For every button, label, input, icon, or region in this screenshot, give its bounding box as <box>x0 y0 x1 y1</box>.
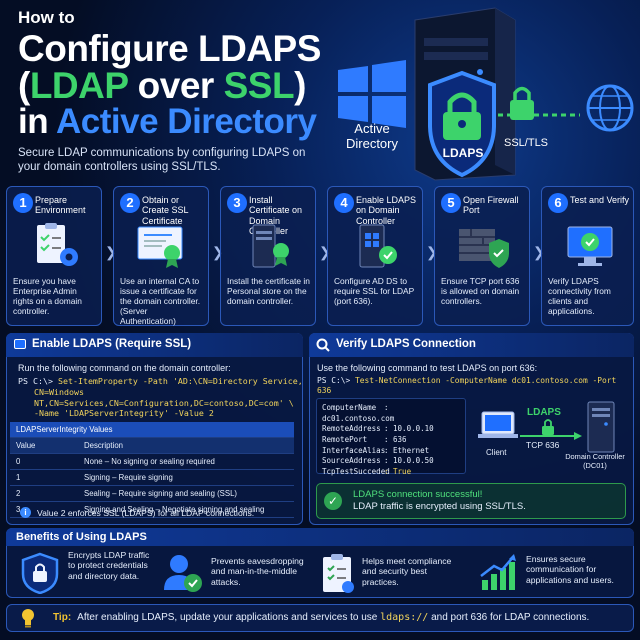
step-description: Configure AD DS to require SSL for LDAP … <box>334 276 415 306</box>
windows-logo-icon <box>338 60 406 128</box>
step-number: 2 <box>120 193 140 213</box>
verify-panel-title: Verify LDAPS Connection <box>336 338 476 350</box>
certificate-icon <box>137 226 183 268</box>
globe-icon <box>586 84 634 132</box>
firewall-shield-icon <box>459 229 509 268</box>
clipboard-check-icon <box>323 554 354 593</box>
title-line-3: in Active Directory <box>18 102 317 141</box>
step-number: 4 <box>334 193 354 213</box>
arrow-right-icon: ❯ <box>105 244 117 260</box>
success-message: LDAPS connection successful! LDAP traffi… <box>316 483 626 519</box>
test-output: ComputerName: dc01.contoso.com RemoteAdd… <box>316 398 466 476</box>
enable-note: Value 2 enforces SSL (LDAPS) for all LDA… <box>37 508 255 518</box>
how-to-label: How to <box>18 8 75 27</box>
tip-bar: Tip:After enabling LDAPS, update your ap… <box>6 604 634 632</box>
step-title: Obtain or Create SSL Certificate <box>142 195 189 226</box>
shield-lock-icon <box>21 552 59 594</box>
benefit-text: Prevents eavesdropping and man-in-the-mi… <box>211 556 304 587</box>
monitor-check-icon <box>567 226 613 266</box>
hero-active-directory-label: Active Directory <box>345 121 398 151</box>
benefit-text: Ensures secure communication for applica… <box>526 554 614 585</box>
verify-command: PS C:\> Test-NetConnection -ComputerName… <box>317 376 617 396</box>
success-check-icon: ✓ <box>324 492 342 510</box>
step-card-3: 3 Install Certificate on Domain Controll… <box>220 186 316 326</box>
diagram-ldaps-label: LDAPS <box>527 407 561 418</box>
connection-diagram <box>478 401 615 453</box>
diagram-port-label: TCP 636 <box>526 440 560 450</box>
padlock-icon <box>510 86 534 120</box>
subtitle: Secure LDAP communications by configurin… <box>18 147 306 174</box>
title-line-2: (LDAP over SSL) <box>18 65 306 106</box>
step-description: Ensure TCP port 636 is allowed on domain… <box>441 276 520 306</box>
verify-instruction: Use the following command to test LDAPS … <box>317 363 538 373</box>
enable-panel-header <box>6 333 303 357</box>
enable-panel-title: Enable LDAPS (Require SSL) <box>32 338 192 350</box>
checklist-gear-icon <box>37 223 78 266</box>
lightbulb-icon <box>22 609 34 628</box>
step-number: 1 <box>13 193 33 213</box>
arrow-right-icon: ❯ <box>319 244 331 260</box>
column-header-description: Description <box>78 437 294 454</box>
step-title: Enable LDAPS on Domain Controller <box>356 195 417 226</box>
step-number: 3 <box>227 193 247 213</box>
title-line-1: Configure LDAPS <box>18 28 321 69</box>
step-title: Open Firewall Port <box>463 195 519 216</box>
hero-illustration: Active Directory LDAPS SSL/TLS <box>320 0 640 185</box>
terminal-icon <box>14 339 26 349</box>
benefit-text: Helps meet compliance and security best … <box>362 556 452 587</box>
step-description: Verify LDAPS connectivity from clients a… <box>548 276 611 316</box>
step-number: 6 <box>548 193 568 213</box>
step-title: Prepare Environment <box>35 195 86 216</box>
info-icon: i <box>20 507 31 518</box>
domain-controller-label: Domain Controller(DC01) <box>565 452 625 470</box>
benefit-text: Encrypts LDAP traffic to protect credent… <box>68 550 150 581</box>
benefits-title: Benefits of Using LDAPS <box>16 531 147 543</box>
client-laptop-icon <box>478 411 518 438</box>
shield-lock-hero-icon <box>428 70 496 178</box>
step-description: Use an internal CA to issue a certificat… <box>120 276 201 326</box>
arrow-right-icon: ❯ <box>533 244 545 260</box>
enable-command: PS C:\> Set-ItemProperty -Path 'AD:\CN=D… <box>18 376 303 419</box>
step-card-6: 6 Test and Verify Verify LDAPS connectiv… <box>541 186 634 326</box>
search-icon <box>316 338 330 352</box>
benefits-header <box>6 528 634 546</box>
arrow-right-icon: ❯ <box>426 244 438 260</box>
enable-instruction: Run the following command on the domain … <box>18 363 231 373</box>
server-certificate-icon <box>252 224 289 268</box>
step-number: 5 <box>441 193 461 213</box>
step-card-2: 2 Obtain or Create SSL Certificate Use a… <box>113 186 209 326</box>
chart-up-icon <box>480 554 516 590</box>
step-card-4: 4 Enable LDAPS on Domain Controller Conf… <box>327 186 423 326</box>
user-check-icon <box>164 555 202 592</box>
step-card-1: 1 Prepare Environment Ensure you have En… <box>6 186 102 326</box>
verify-panel-header <box>309 333 634 357</box>
table-title: LDAPServerIntegrity Values <box>10 422 294 438</box>
step-title: Test and Verify <box>570 195 630 205</box>
steps-row: 1 Prepare Environment Ensure you have En… <box>6 186 634 326</box>
hero-ssl-tls-label: SSL/TLS <box>504 137 549 149</box>
client-label: Client <box>486 448 507 457</box>
server-windows-icon <box>359 224 397 268</box>
step-card-5: 5 Open Firewall Port Ensure TCP port 636… <box>434 186 530 326</box>
step-description: Install the certificate in Personal stor… <box>227 276 310 306</box>
column-header-value: Value <box>10 437 78 454</box>
hero-ldaps-badge: LDAPS <box>442 146 484 160</box>
step-description: Ensure you have Enterprise Admin rights … <box>13 276 82 316</box>
arrow-right-icon: ❯ <box>212 244 224 260</box>
domain-controller-server-icon <box>587 401 615 453</box>
